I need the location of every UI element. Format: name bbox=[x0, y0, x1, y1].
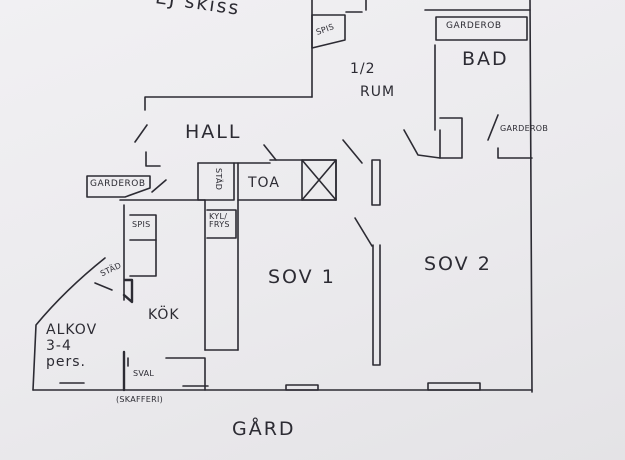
label-garderob-bad: GARDEROB bbox=[446, 21, 502, 31]
label-kyl-frys: KYL/ FRYS bbox=[209, 212, 230, 229]
sov1-door bbox=[354, 217, 373, 247]
window-4 bbox=[427, 382, 481, 391]
label-sov1: SOV 1 bbox=[268, 266, 336, 288]
label-stad-vertical: STÄD bbox=[214, 168, 223, 191]
spis-top-box bbox=[311, 14, 346, 49]
label-half-room: RUM bbox=[360, 84, 396, 100]
outer-wall-right bbox=[529, 0, 533, 393]
pantry-wall bbox=[165, 357, 206, 391]
garderob-left-door bbox=[151, 179, 167, 193]
stad-column bbox=[197, 162, 235, 201]
sov1-right-wall-upper bbox=[371, 159, 381, 206]
hall-right-door bbox=[342, 139, 363, 164]
label-hall: HALL bbox=[185, 121, 242, 143]
garderob-left-box bbox=[86, 175, 151, 198]
label-skafferi: (SKAFFERI) bbox=[116, 395, 164, 404]
label-half-room-fraction: 1/2 bbox=[350, 61, 376, 77]
sov1-right-wall bbox=[372, 244, 381, 366]
shower-cross-2 bbox=[301, 159, 337, 201]
toa-door bbox=[263, 144, 277, 161]
kyl-frys-box bbox=[206, 209, 237, 239]
label-kok: KÖK bbox=[148, 307, 180, 323]
kitchen-left-door bbox=[122, 278, 134, 304]
garderob-right-box bbox=[497, 147, 533, 159]
outer-wall-top-left bbox=[144, 96, 313, 111]
label-garderob-right: GARDEROB bbox=[500, 124, 549, 133]
garderob-right-door bbox=[487, 114, 499, 141]
kitchen-stad-line bbox=[94, 282, 113, 291]
kitchen-spis-box bbox=[129, 214, 157, 277]
bad-bottom-wall bbox=[439, 117, 463, 159]
label-spis-kitchen: SPIS bbox=[132, 220, 151, 229]
bad-door bbox=[403, 129, 441, 159]
alkov-curve-wall bbox=[32, 257, 106, 391]
label-sov2: SOV 2 bbox=[424, 253, 492, 275]
label-alkov: ALKOV 3-4 pers. bbox=[46, 322, 98, 371]
label-gard: GÅRD bbox=[232, 418, 296, 440]
garderob-bad-box bbox=[435, 16, 528, 41]
label-toa: TOA bbox=[248, 175, 280, 191]
label-sval: SVAL bbox=[133, 369, 155, 378]
garderob-left-tick bbox=[145, 151, 161, 167]
label-bad: BAD bbox=[462, 48, 509, 70]
window-3 bbox=[285, 384, 319, 391]
label-garderob-left: GARDEROB bbox=[90, 179, 146, 189]
hall-door-left bbox=[134, 124, 148, 143]
